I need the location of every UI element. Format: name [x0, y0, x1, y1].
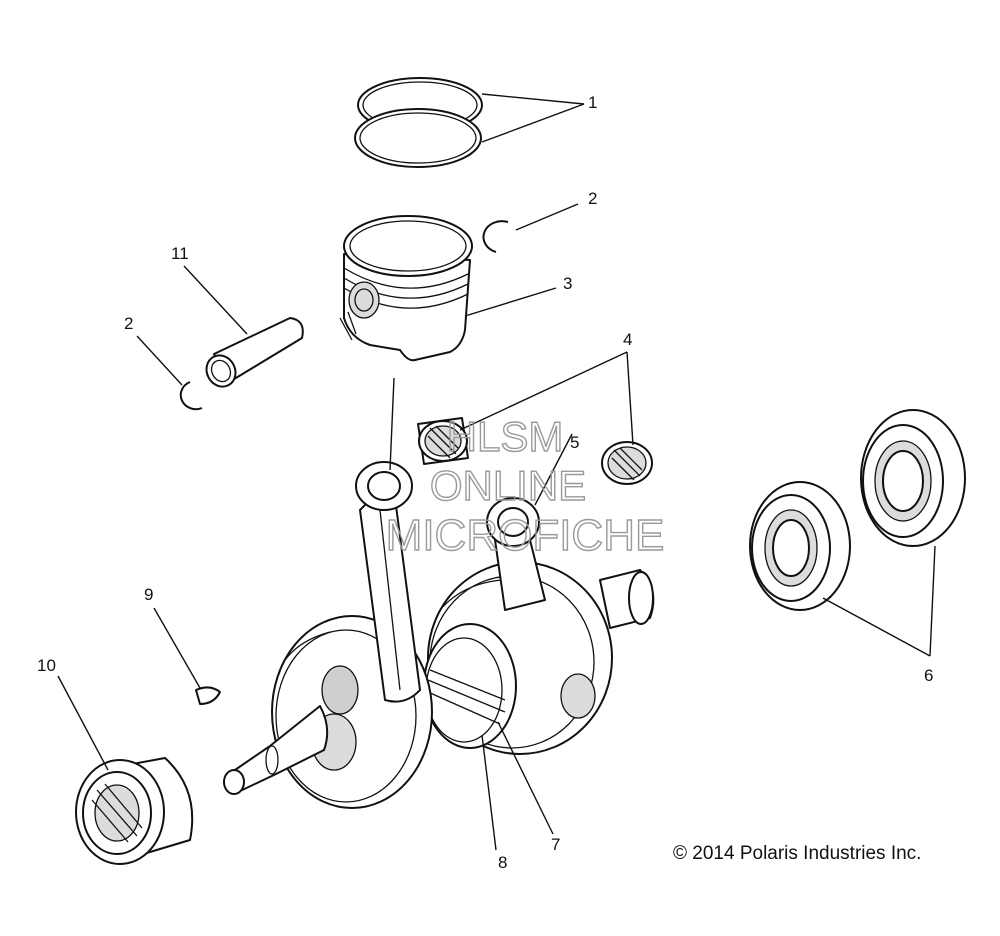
callout-4: 4	[623, 330, 632, 349]
callout-9: 9	[144, 585, 153, 604]
callout-11: 11	[171, 244, 189, 263]
piston-rings	[354, 77, 483, 168]
piston	[339, 215, 473, 362]
callout-1: 1	[588, 93, 597, 112]
crankshaft-assembly	[223, 461, 655, 809]
callout-2-right: 2	[588, 189, 597, 208]
callout-2-left: 2	[124, 314, 133, 333]
woodruff-key	[195, 686, 221, 705]
needle-bearing-left	[417, 417, 469, 465]
watermark: HLSM ONLINE MICROFICHE	[385, 412, 665, 560]
roller-bearing	[75, 757, 194, 865]
piston-pin-circlip-left	[179, 381, 203, 411]
needle-bearing-right	[601, 441, 653, 485]
copyright-notice: © 2014 Polaris Industries Inc.	[673, 843, 921, 864]
watermark-line-2: ONLINE	[430, 462, 586, 509]
callout-10: 10	[37, 656, 56, 675]
callout-6: 6	[924, 666, 933, 685]
callout-8: 8	[498, 853, 507, 872]
piston-pin-circlip-right	[482, 220, 509, 253]
piston-pin	[205, 317, 304, 388]
watermark-line-3: MICROFICHE	[386, 511, 665, 560]
callout-3: 3	[563, 274, 572, 293]
leader-lines	[57, 93, 936, 851]
callout-7: 7	[551, 835, 560, 854]
callout-5: 5	[570, 433, 579, 452]
watermark-line-1: HLSM	[447, 413, 564, 460]
main-bearing-upper	[860, 409, 966, 547]
main-bearing-lower	[749, 481, 851, 611]
